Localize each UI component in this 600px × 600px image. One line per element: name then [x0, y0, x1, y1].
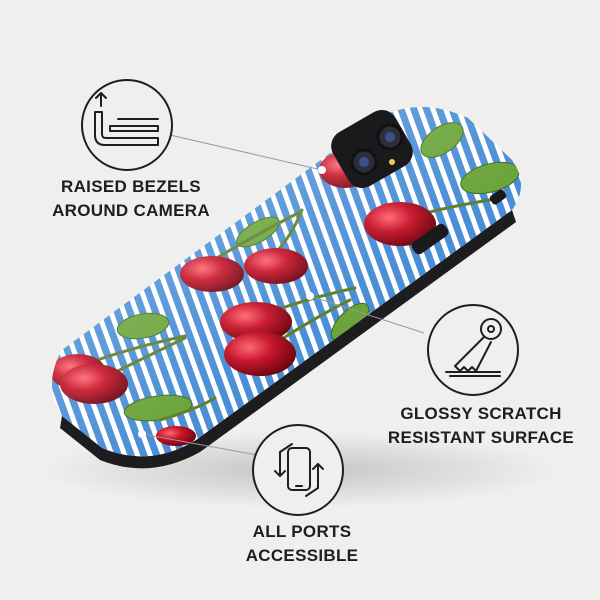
feature-label-line: RESISTANT SURFACE: [387, 428, 575, 447]
side-buttons: [411, 189, 507, 255]
phone-case: [52, 107, 521, 469]
raised-bezel-icon: [81, 79, 173, 171]
feature-label-line: AROUND CAMERA: [52, 201, 210, 220]
feature-label-line: GLOSSY SCRATCH: [400, 404, 562, 423]
feature-label-line: ALL PORTS: [252, 522, 352, 541]
feature-label-raised-bezels: RAISED BEZELS AROUND CAMERA: [40, 175, 222, 223]
feature-label-line: RAISED BEZELS: [61, 177, 201, 196]
camera-module: [331, 110, 413, 188]
phone-rotate-icon: [252, 424, 344, 516]
key-scratch-icon: [427, 304, 519, 396]
feature-label-glossy-surface: GLOSSY SCRATCH RESISTANT SURFACE: [386, 402, 576, 450]
feature-label-ports: ALL PORTS ACCESSIBLE: [232, 520, 372, 568]
callout-dots: [138, 166, 326, 438]
feature-label-line: ACCESSIBLE: [245, 546, 359, 565]
callout-lines: [141, 134, 425, 456]
